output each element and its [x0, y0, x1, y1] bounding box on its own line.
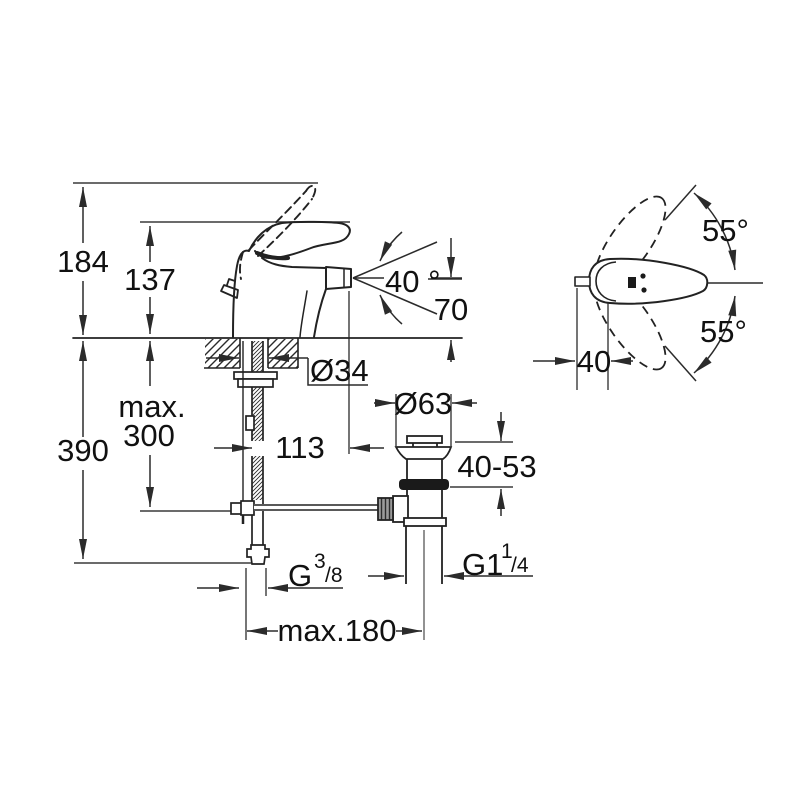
- label-deck-hole: Ø34: [310, 353, 369, 388]
- label-supply-thread-sub: /8: [325, 564, 343, 587]
- popup-waste-valve: [377, 435, 453, 584]
- valve-ring-flange: [403, 517, 447, 527]
- deck-hatch-left: [205, 339, 240, 368]
- valve-flange: [394, 446, 453, 460]
- valve-seal-ring: [399, 479, 449, 490]
- mounting-washer: [233, 371, 278, 380]
- lever-raised-dashed: [239, 184, 317, 280]
- handle-pivot-arc: [595, 261, 617, 302]
- reference-lines: [73, 182, 513, 640]
- label-spray-offset: 113: [275, 430, 324, 465]
- label-supply-thread: G 3 /8: [288, 550, 343, 593]
- valve-cap: [406, 435, 443, 444]
- dimension-lines: [79, 187, 533, 635]
- threaded-shank: [245, 341, 264, 545]
- dim-deck-hole: [206, 354, 368, 386]
- deck-hatch-right: [268, 339, 298, 368]
- label-swivel-lower: 55°: [700, 314, 747, 349]
- aerator-block: [325, 266, 352, 290]
- supply-connector-g38: [246, 544, 270, 565]
- valve-knurled-adjuster: [377, 497, 394, 521]
- label-mount-max-prefix: max.: [118, 389, 185, 424]
- label-supply-thread-sup: 3: [314, 550, 326, 573]
- rod-clamp-right: [240, 500, 255, 516]
- handle-logo-mark: [628, 277, 636, 288]
- dim-spray-angle: [352, 231, 462, 325]
- label-total-height: 184: [57, 244, 109, 279]
- label-spray-angle: 40 °: [385, 264, 441, 299]
- handle-dot-bottom: [641, 287, 647, 293]
- label-waste-thread-sup: 1: [501, 540, 513, 563]
- handle-top-outline: [588, 257, 709, 305]
- dim-swivel: [664, 184, 763, 382]
- label-below-deck-total: 390: [57, 433, 109, 468]
- shank-side-fitting: [245, 415, 255, 431]
- label-waste-thread: G1 1 /4: [462, 540, 529, 582]
- label-swivel-upper: 55°: [702, 213, 749, 248]
- label-waste-flange: Ø63: [394, 386, 453, 421]
- label-mount-max-value: 300: [123, 418, 175, 453]
- label-max-spread: max.180: [278, 613, 397, 648]
- label-waste-thread-sub: /4: [511, 554, 529, 577]
- below-deck-assembly: [230, 341, 379, 565]
- dim-spout-height: [428, 238, 462, 362]
- label-spout-height: 70: [434, 292, 468, 327]
- label-handle-offset: 40: [577, 344, 611, 379]
- label-clamping-range: 40-53: [457, 449, 536, 484]
- handle-dot-top: [640, 273, 646, 279]
- dimension-labels: 184 137 40 ° 70 390 max. 300 Ø34 113 Ø63…: [57, 213, 749, 648]
- label-handle-height: 137: [124, 262, 176, 297]
- handle-pivot-stub: [574, 276, 591, 287]
- deck-cross-section: [204, 338, 299, 369]
- detail-view-handle: [533, 184, 763, 390]
- label-supply-thread-main: G: [288, 558, 312, 593]
- spout-inner-line: [299, 290, 308, 338]
- faucet-front-outline: [261, 257, 327, 338]
- label-waste-thread-main: G1: [462, 547, 503, 582]
- popup-knob: [220, 278, 239, 299]
- dim-handle-offset: [533, 288, 633, 390]
